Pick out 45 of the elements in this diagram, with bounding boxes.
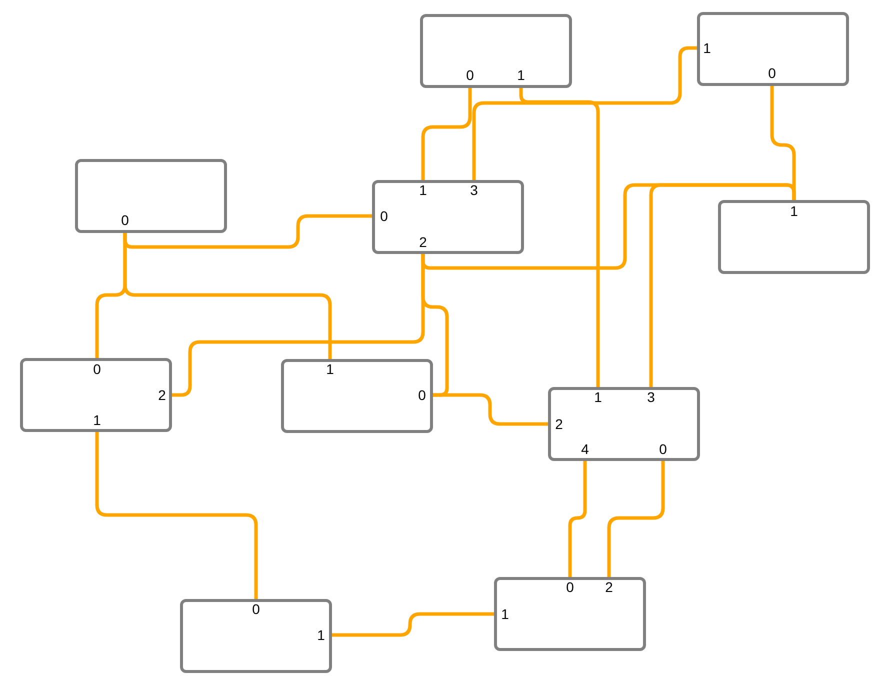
connector-line [568,461,587,577]
connector-line [332,612,494,637]
connector-line [607,461,665,577]
port-number: 0 [566,580,574,594]
port-number: 3 [470,183,478,197]
port-number: 1 [703,41,711,55]
port-number: 0 [93,362,101,376]
port-number: 2 [605,580,613,594]
port-number: 0 [121,213,129,227]
port-number: 2 [158,388,166,402]
port-number: 1 [790,204,798,218]
port-number: 1 [594,390,602,404]
port-number: 0 [466,68,474,82]
port-number: 1 [501,607,509,621]
connector-line [421,88,472,180]
connector-line [649,183,796,387]
node-box [697,12,849,86]
connector-line [433,393,548,426]
port-number: 1 [317,628,325,642]
port-number: 2 [419,235,427,249]
connector-line [95,432,258,599]
port-number: 1 [93,413,101,427]
port-number: 1 [517,68,525,82]
port-number: 1 [326,362,334,376]
node-box [281,359,433,433]
node-box [718,200,870,274]
port-number: 0 [252,602,260,616]
node-box [75,159,227,233]
node-box [420,14,572,88]
port-number: 2 [555,417,563,431]
node-box [494,577,646,651]
port-number: 0 [418,388,426,402]
node-box [548,387,700,461]
port-number: 3 [647,390,655,404]
node-box [20,358,172,432]
connector-line [123,233,332,359]
port-number: 0 [659,442,667,456]
connector-line [472,46,697,180]
port-number: 0 [380,209,388,223]
port-number: 0 [768,66,776,80]
node-box [372,180,524,254]
port-number: 4 [581,442,589,456]
port-number: 1 [419,183,427,197]
connector-line [519,88,600,387]
node-box [180,599,332,673]
